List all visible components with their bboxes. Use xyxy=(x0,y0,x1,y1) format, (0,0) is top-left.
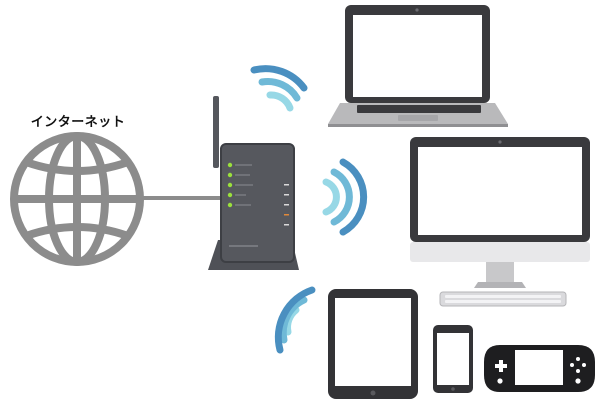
tablet-icon xyxy=(328,289,418,399)
smartphone-icon xyxy=(433,325,473,393)
laptop-keyboard xyxy=(357,105,481,113)
tablet-screen xyxy=(335,298,411,386)
console-screen xyxy=(515,350,563,385)
wifi-signal-icon-middle xyxy=(322,158,368,236)
monitor-chin xyxy=(410,242,590,262)
laptop-trackpad xyxy=(398,115,438,121)
laptop-screen xyxy=(353,15,482,97)
router-antenna xyxy=(213,96,219,168)
laptop-icon xyxy=(328,5,508,127)
console-dpad xyxy=(495,360,507,372)
monitor-screen xyxy=(418,147,582,235)
router-body xyxy=(221,144,294,262)
internet-label: インターネット xyxy=(30,115,126,130)
desktop-monitor-icon xyxy=(410,137,590,288)
keyboard-icon xyxy=(439,291,567,307)
monitor-stand xyxy=(486,262,514,282)
globe-icon xyxy=(10,132,144,266)
console-buttons xyxy=(497,357,586,384)
handheld-game-console-icon xyxy=(484,345,595,392)
wifi-signal-icon-top xyxy=(250,65,308,112)
router-leds xyxy=(227,162,289,247)
wifi-signal-icon-bottom xyxy=(274,286,316,354)
wifi-router-icon xyxy=(208,96,299,270)
phone-screen xyxy=(437,333,469,385)
